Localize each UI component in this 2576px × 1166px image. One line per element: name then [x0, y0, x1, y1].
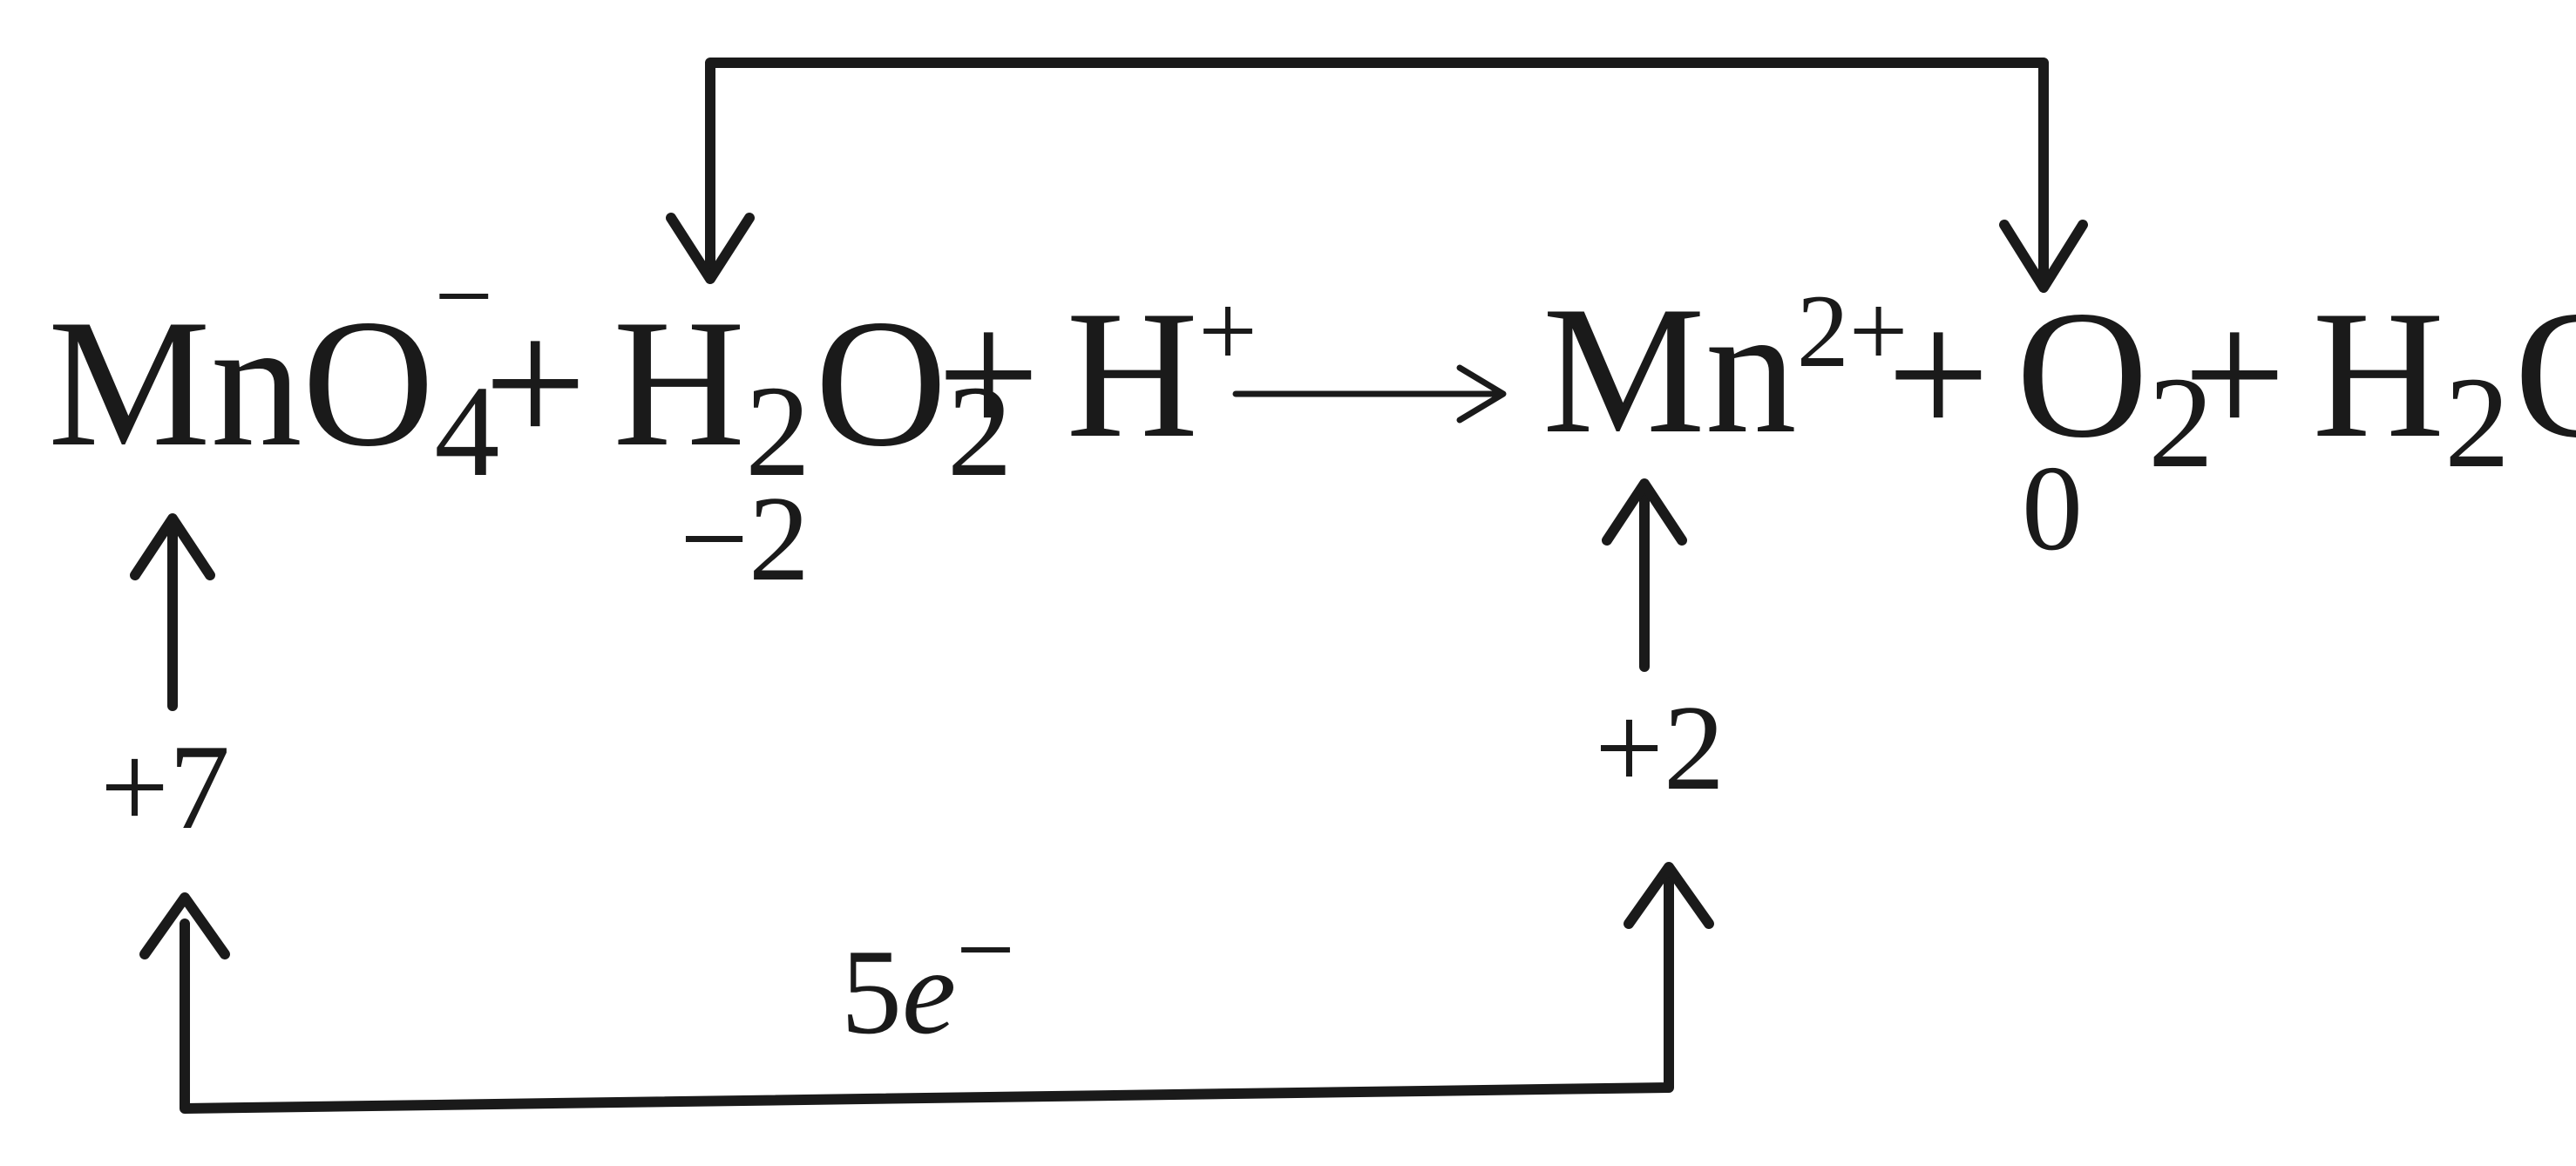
hydrogen-peroxide: +H2O2	[484, 282, 1013, 504]
reaction-arrow	[1232, 364, 1507, 424]
pointer-arrowhead-left	[130, 513, 215, 580]
bottom-bracket-arrowhead-right	[1624, 862, 1714, 929]
top-bracket-line	[705, 58, 2049, 284]
electron-transfer-label: 5e−	[841, 891, 1015, 1060]
oxidation-state-mn-product: +2	[1595, 681, 1725, 816]
water-molecule: +H2O	[2183, 274, 2576, 495]
pointer-arrowhead-right	[1602, 478, 1687, 546]
bottom-bracket-arrowhead-left	[139, 892, 230, 959]
oxidation-state-mn-reactant: +7	[100, 720, 230, 855]
oxidation-state-o-in-h2o2: −2	[680, 471, 810, 607]
mn-product-pointer	[1602, 478, 1687, 672]
top-bracket-arrowhead-right	[1999, 220, 2088, 293]
top-bracket-arrowhead-left	[666, 213, 755, 284]
permanganate-ion: MnO4−	[48, 238, 499, 504]
hydrogen-ion: +H+	[937, 273, 1257, 476]
bottom-bracket-line	[180, 871, 1674, 1114]
manganese-ion: Mn2+	[1542, 269, 1908, 471]
mn-reactant-pointer	[130, 513, 215, 711]
electron-transfer-bracket	[139, 862, 1714, 1114]
oxygen-molecule: +O2	[1887, 274, 2213, 495]
oxidation-state-o-in-o2: 0	[2022, 441, 2083, 576]
reaction-arrow-head	[1456, 364, 1507, 424]
oxygen-transfer-bracket	[666, 58, 2088, 293]
